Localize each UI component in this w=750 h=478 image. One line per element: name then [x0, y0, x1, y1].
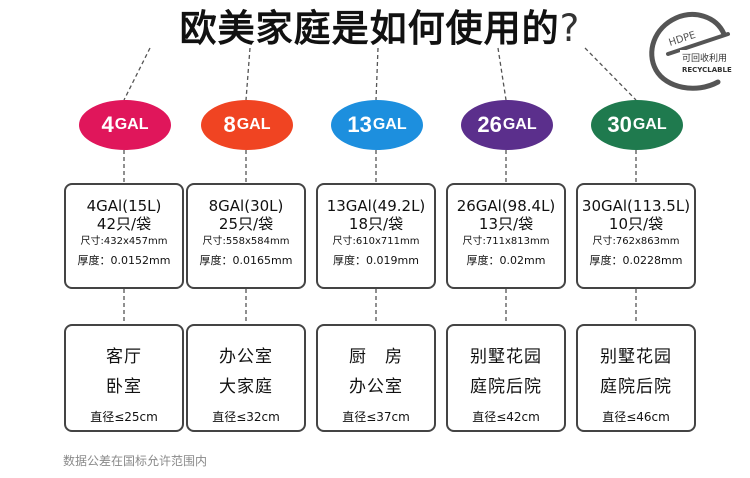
diameter-text: 直径≤37cm: [342, 410, 410, 424]
usage-line-1: 客厅: [106, 347, 142, 367]
title-connector-4: [497, 47, 507, 101]
capacity-text: 30GAl(113.5L): [581, 197, 691, 215]
diameter-text: 直径≤42cm: [472, 410, 540, 424]
usage-box: 别墅花园 庭院后院 直径≤42cm: [446, 324, 566, 432]
usage-box: 厨 房 办公室 直径≤37cm: [316, 324, 436, 432]
spec-box: 26GAl(98.4L) 13只/袋 尺寸:711x813mm 厚度：0.02m…: [446, 183, 566, 289]
badge-unit: GAL: [502, 116, 537, 133]
usage-box: 别墅花园 庭院后院 直径≤46cm: [576, 324, 696, 432]
dimension-text: 尺寸:711x813mm: [462, 236, 550, 247]
logo-label-cn: 可回收利用: [682, 52, 727, 64]
badge-unit: GAL: [372, 116, 407, 133]
usage-line-2: 办公室: [349, 377, 403, 397]
dimension-text: 尺寸:610x711mm: [332, 236, 420, 247]
quantity-text: 25只/袋: [218, 215, 274, 233]
hdpe-recycle-logo: HDPE 可回收利用 RECYCLABLE: [649, 12, 742, 91]
title-connector-3: [375, 47, 379, 101]
capacity-text: 13GAl(49.2L): [326, 197, 426, 215]
usage-line-1: 厨 房: [349, 347, 403, 367]
page-title: 欧美家庭是如何使用的?: [150, 6, 610, 52]
spec-box: 8GAl(30L) 25只/袋 尺寸:558x584mm 厚度：0.0165mm: [186, 183, 306, 289]
spec-box: 4GAl(15L) 42只/袋 尺寸:432x457mm 厚度：0.0152mm: [64, 183, 184, 289]
usage-line-1: 别墅花园: [470, 347, 542, 367]
badge-number: 13: [347, 112, 372, 137]
usage-line-2: 庭院后院: [600, 377, 672, 397]
usage-box: 客厅 卧室 直径≤25cm: [64, 324, 184, 432]
footnote: 数据公差在国标允许范围内: [63, 454, 208, 468]
thickness-text: 厚度：0.0228mm: [589, 254, 683, 267]
quantity-text: 42只/袋: [96, 215, 152, 233]
badge-unit: GAL: [632, 116, 667, 133]
capacity-text: 8GAl(30L): [208, 197, 284, 215]
spec-box: 30GAl(113.5L) 10只/袋 尺寸:762x863mm 厚度：0.02…: [576, 183, 696, 289]
badge-number: 4: [101, 112, 114, 137]
spec-box: 13GAl(49.2L) 18只/袋 尺寸:610x711mm 厚度：0.019…: [316, 183, 436, 289]
title-text: 欧美家庭是如何使用的: [179, 7, 560, 50]
usage-line-1: 别墅花园: [600, 347, 672, 367]
thickness-text: 厚度：0.019mm: [333, 254, 419, 267]
title-connector-2: [245, 47, 251, 101]
diameter-text: 直径≤46cm: [602, 410, 670, 424]
quantity-text: 10只/袋: [608, 215, 664, 233]
badge-number: 26: [477, 112, 502, 137]
usage-line-2: 庭院后院: [470, 377, 542, 397]
diameter-text: 直径≤25cm: [90, 410, 158, 424]
diameter-text: 直径≤32cm: [212, 410, 280, 424]
usage-line-2: 大家庭: [219, 377, 273, 397]
capacity-text: 4GAl(15L): [86, 197, 162, 215]
title-connector-1: [123, 47, 151, 101]
logo-label-en: RECYCLABLE: [682, 66, 732, 74]
thickness-text: 厚度：0.0152mm: [77, 254, 171, 267]
title-connector-5: [584, 47, 637, 101]
dimension-text: 尺寸:762x863mm: [592, 236, 680, 247]
usage-box: 办公室 大家庭 直径≤32cm: [186, 324, 306, 432]
title-question-mark: ?: [559, 7, 581, 50]
dimension-text: 尺寸:558x584mm: [202, 236, 290, 247]
quantity-text: 13只/袋: [478, 215, 534, 233]
badge-number: 30: [607, 112, 632, 137]
badge-unit: GAL: [114, 116, 149, 133]
thickness-text: 厚度：0.0165mm: [199, 254, 293, 267]
usage-line-1: 办公室: [219, 347, 273, 367]
thickness-text: 厚度：0.02mm: [466, 254, 546, 267]
capacity-text: 26GAl(98.4L): [456, 197, 556, 215]
dimension-text: 尺寸:432x457mm: [80, 236, 168, 247]
badge-unit: GAL: [236, 116, 271, 133]
quantity-text: 18只/袋: [348, 215, 404, 233]
badge-number: 8: [223, 112, 236, 137]
usage-line-2: 卧室: [106, 377, 142, 397]
